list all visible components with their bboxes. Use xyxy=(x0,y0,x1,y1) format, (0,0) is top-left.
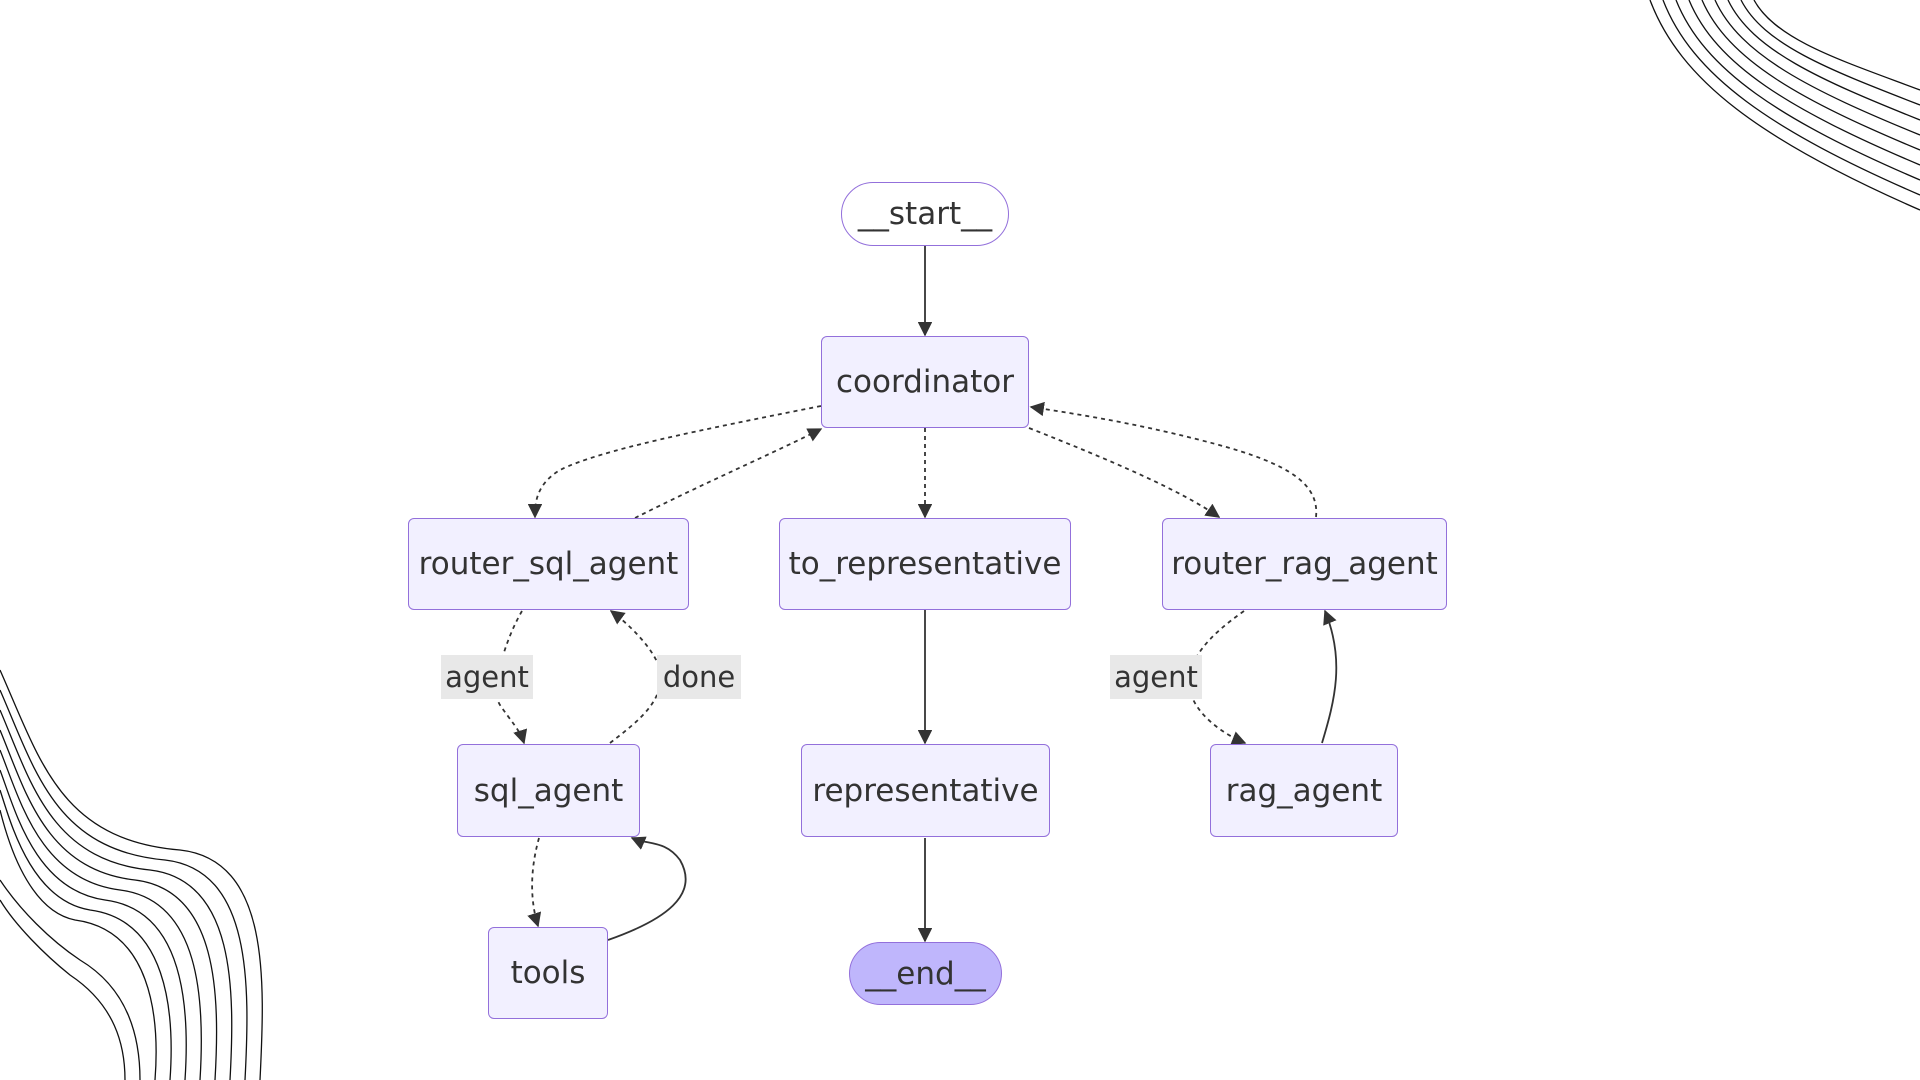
edge-tools-sql-agent xyxy=(607,836,687,941)
edge-router-sql-sql-agent xyxy=(495,610,528,745)
node-router-rag-agent[interactable]: router_rag_agent xyxy=(1162,518,1447,610)
node-tools[interactable]: tools xyxy=(488,927,608,1019)
edge-label-rag-agent: agent xyxy=(1110,655,1202,699)
node-rag-agent[interactable]: rag_agent xyxy=(1210,744,1398,837)
edge-label-sql-done: done xyxy=(657,655,741,699)
node-representative[interactable]: representative xyxy=(801,744,1050,837)
decorative-waves-top-right xyxy=(1649,0,1920,211)
edge-sql-agent-tools xyxy=(527,837,542,928)
decorative-waves-bottom-left xyxy=(0,669,263,1080)
edge-coordinator-router-rag xyxy=(1028,427,1221,518)
edge-router-sql-coordinator xyxy=(634,428,823,519)
edge-coordinator-router-sql xyxy=(527,405,822,519)
edge-label-sql-agent: agent xyxy=(441,655,533,699)
node-coordinator[interactable]: coordinator xyxy=(821,336,1029,428)
edge-sql-agent-router-sql xyxy=(609,610,662,744)
edge-rag-agent-router-rag xyxy=(1321,609,1338,744)
edge-router-rag-rag-agent xyxy=(1188,610,1247,745)
edge-router-rag-coordinator xyxy=(1029,401,1318,518)
node-sql-agent[interactable]: sql_agent xyxy=(457,744,640,837)
node-start[interactable]: __start__ xyxy=(841,182,1009,246)
node-router-sql-agent[interactable]: router_sql_agent xyxy=(408,518,689,610)
node-end[interactable]: __end__ xyxy=(849,942,1002,1005)
node-to-representative[interactable]: to_representative xyxy=(779,518,1071,610)
